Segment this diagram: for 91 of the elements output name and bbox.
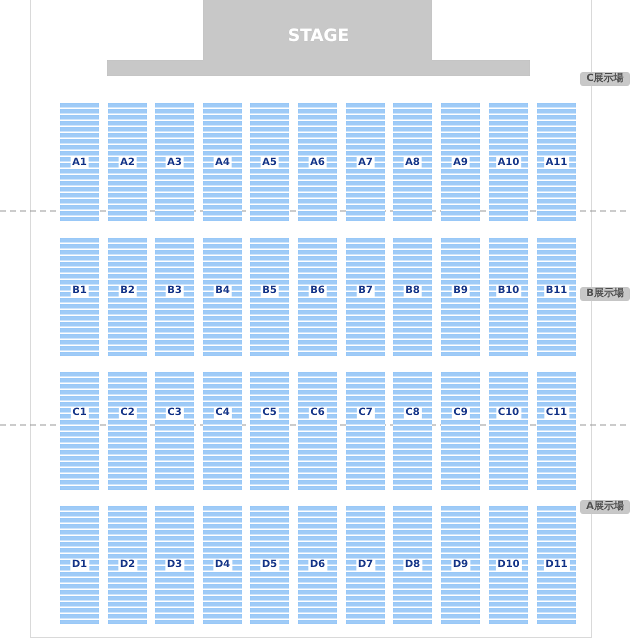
block-label: A9: [451, 157, 470, 169]
seating-block: [393, 372, 432, 490]
block-label: A3: [165, 157, 184, 169]
seating-block: [60, 506, 99, 624]
block-label: A6: [308, 157, 327, 169]
block-label: B5: [260, 285, 279, 297]
block-label: A10: [496, 157, 522, 169]
seating-block: [298, 238, 337, 356]
seating-block: [393, 506, 432, 624]
seating-block: [489, 103, 528, 221]
seating-block: [537, 238, 576, 356]
seating-block: [441, 103, 480, 221]
seating-block: [489, 506, 528, 624]
block-label: B8: [403, 285, 422, 297]
seating-block: [298, 506, 337, 624]
block-label: C1: [70, 407, 89, 419]
seating-block: [155, 372, 194, 490]
block-label: D7: [356, 559, 376, 571]
seating-block: [346, 103, 385, 221]
block-label: C5: [260, 407, 279, 419]
block-label: D4: [212, 559, 232, 571]
block-label: B10: [496, 285, 522, 297]
hall-tag: A展示場: [580, 500, 630, 514]
block-label: C10: [496, 407, 522, 419]
block-label: B3: [165, 285, 184, 297]
block-label: A1: [70, 157, 89, 169]
seating-block: [250, 372, 289, 490]
seating-block: [346, 372, 385, 490]
seating-block: [298, 103, 337, 221]
block-label: C9: [451, 407, 470, 419]
seating-block: [250, 103, 289, 221]
block-label: C2: [118, 407, 137, 419]
seating-block: [60, 372, 99, 490]
hall-tag: C展示場: [580, 72, 630, 86]
block-label: B6: [308, 285, 327, 297]
block-label: C11: [544, 407, 570, 419]
block-label: A4: [213, 157, 232, 169]
seating-block: [441, 372, 480, 490]
block-label: D10: [495, 559, 522, 571]
hall-tag: B展示場: [580, 287, 630, 301]
seating-block: [203, 506, 242, 624]
block-label: A2: [118, 157, 137, 169]
block-label: A8: [403, 157, 422, 169]
seating-block: [108, 506, 147, 624]
block-label: B2: [118, 285, 137, 297]
seating-block: [250, 238, 289, 356]
seating-block: [203, 238, 242, 356]
block-label: B11: [544, 285, 570, 297]
block-label: D2: [118, 559, 138, 571]
block-label: A5: [260, 157, 279, 169]
seating-block: [393, 238, 432, 356]
seating-block: [489, 372, 528, 490]
block-label: C7: [356, 407, 375, 419]
seating-block: [537, 103, 576, 221]
seating-block: [441, 506, 480, 624]
seating-block: [155, 506, 194, 624]
block-label: B4: [213, 285, 232, 297]
seating-block: [60, 103, 99, 221]
block-label: D6: [308, 559, 328, 571]
block-label: D5: [260, 559, 280, 571]
seating-block: [203, 372, 242, 490]
seating-block: [537, 506, 576, 624]
seating-block: [346, 506, 385, 624]
seating-block: [441, 238, 480, 356]
seating-block: [108, 103, 147, 221]
seating-block: [393, 103, 432, 221]
block-label: A11: [544, 157, 570, 169]
seating-block: [489, 238, 528, 356]
block-label: B1: [70, 285, 89, 297]
seating-block: [108, 372, 147, 490]
seating-block: [298, 372, 337, 490]
seating-block: [346, 238, 385, 356]
block-label: D1: [70, 559, 90, 571]
block-label: D11: [543, 559, 570, 571]
block-label: B7: [356, 285, 375, 297]
seating-block: [203, 103, 242, 221]
seating-block: [250, 506, 289, 624]
block-label: B9: [451, 285, 470, 297]
block-label: C6: [308, 407, 327, 419]
block-label: D9: [450, 559, 470, 571]
seating-block: [155, 103, 194, 221]
seating-block: [108, 238, 147, 356]
block-label: C8: [403, 407, 422, 419]
block-label: C3: [165, 407, 184, 419]
seating-block: [155, 238, 194, 356]
block-label: D8: [402, 559, 422, 571]
block-label: C4: [213, 407, 232, 419]
seating-block: [60, 238, 99, 356]
block-label: D3: [164, 559, 184, 571]
seating-block: [537, 372, 576, 490]
block-label: A7: [356, 157, 375, 169]
